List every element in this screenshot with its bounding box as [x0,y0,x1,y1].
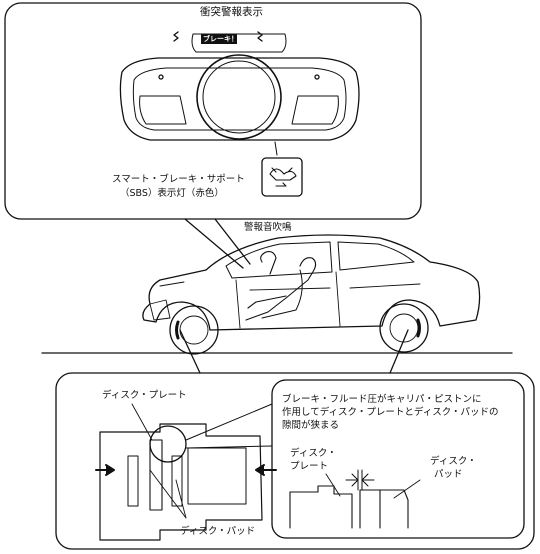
explanation-line3: 隙間が狭まる [282,420,340,431]
detail-disc-pad-label-line1: ディスク・ [430,456,477,467]
press-arrow-left [95,464,115,476]
detail-disc-plate [289,485,353,529]
brake-warning-badge-text: ブレーキ！ [203,35,238,43]
brake-warning-badge [201,34,237,44]
brake-callout-pointer [179,329,409,374]
sbs-indicator-icon-box [261,157,303,197]
car-body [142,234,481,331]
flash-mark-left [173,31,179,42]
rear-wheel [379,303,429,353]
brake-caliper-section [99,423,263,541]
driver-figure [245,251,317,321]
brake-callout-frame [55,372,535,550]
explanation-line1: ブレーキ・フルード圧がキャリパ・ピストンに [282,394,482,405]
detail-highlight-circle [149,425,187,463]
gap-arrow [345,469,375,491]
detail-disc-plate-label-line2: プレート [290,461,329,472]
sbs-indicator-icon [269,167,297,187]
front-wheel [169,305,219,355]
detail-disc-pad-label-line2: パッド [434,469,463,480]
instrument-cluster [119,57,360,141]
disc-plate-label: ディスク・プレート [102,390,187,401]
detail-disc-pad [359,489,409,529]
warning-buzzer-label: 警報音吹鳴 [244,222,292,233]
sbs-indicator-label-line2: （SBS）表示灯（赤色） [120,188,224,199]
detail-callout-box [271,379,525,539]
detail-disc-plate-label-line1: ディスク・ [290,448,337,459]
instrument-callout-frame [4,2,422,220]
disc-pad-label: ディスク・パッド [180,526,256,537]
instrument-callout-pointer [184,218,251,269]
disc-plate-section [149,439,163,511]
sbs-indicator-label-line1: スマート・ブレーキ・サポート [112,174,245,185]
press-arrow-right [255,464,277,476]
collision-warning-label: 衝突警報表示 [200,6,263,18]
speedometer-dial [196,54,282,140]
flash-mark-right [257,31,263,42]
explanation-line2: 作用してディスク・プレートとディスク・パッドの [282,407,499,418]
